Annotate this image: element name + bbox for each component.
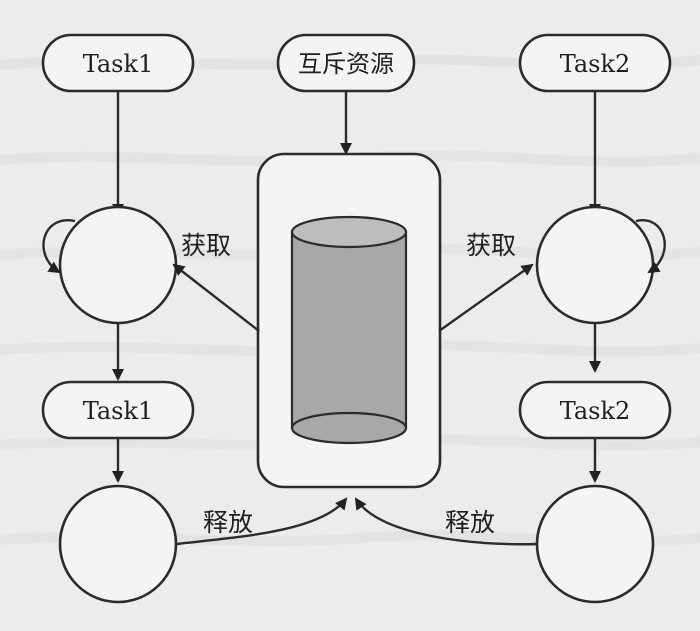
- release-left-arrow: [175, 497, 348, 546]
- task1-bottom-label: Task1: [83, 397, 154, 425]
- task1-top-label: Task1: [83, 50, 154, 78]
- mutex-top-node: 互斥资源: [276, 33, 416, 93]
- task2-release-circle: [535, 484, 655, 604]
- acquire-left-arrow: [172, 263, 260, 332]
- task2-top-node: Task2: [518, 33, 672, 93]
- task2-bottom-label: Task2: [560, 397, 631, 425]
- release-left-label: 释放: [203, 508, 253, 537]
- task1-bottom-node: Task1: [41, 380, 195, 440]
- resource-cylinder-body: [290, 230, 408, 430]
- task2-state-circle: [535, 205, 666, 325]
- acquire-right-arrow: [438, 263, 534, 332]
- task1-top-node: Task1: [41, 33, 195, 93]
- resource-cylinder-top: [290, 215, 408, 249]
- acquire-left-label: 获取: [181, 231, 231, 260]
- task2-bottom-node: Task2: [518, 380, 672, 440]
- task2-top-label: Task2: [560, 50, 631, 78]
- task1-release-circle: [58, 484, 178, 604]
- release-right-label: 释放: [445, 508, 495, 537]
- mutex-resource-container: [256, 152, 442, 489]
- acquire-right-label: 获取: [466, 231, 516, 260]
- resource-cylinder-bottom: [290, 411, 408, 445]
- mutex-top-label: 互斥资源: [298, 50, 394, 78]
- release-right-arrow: [354, 497, 538, 546]
